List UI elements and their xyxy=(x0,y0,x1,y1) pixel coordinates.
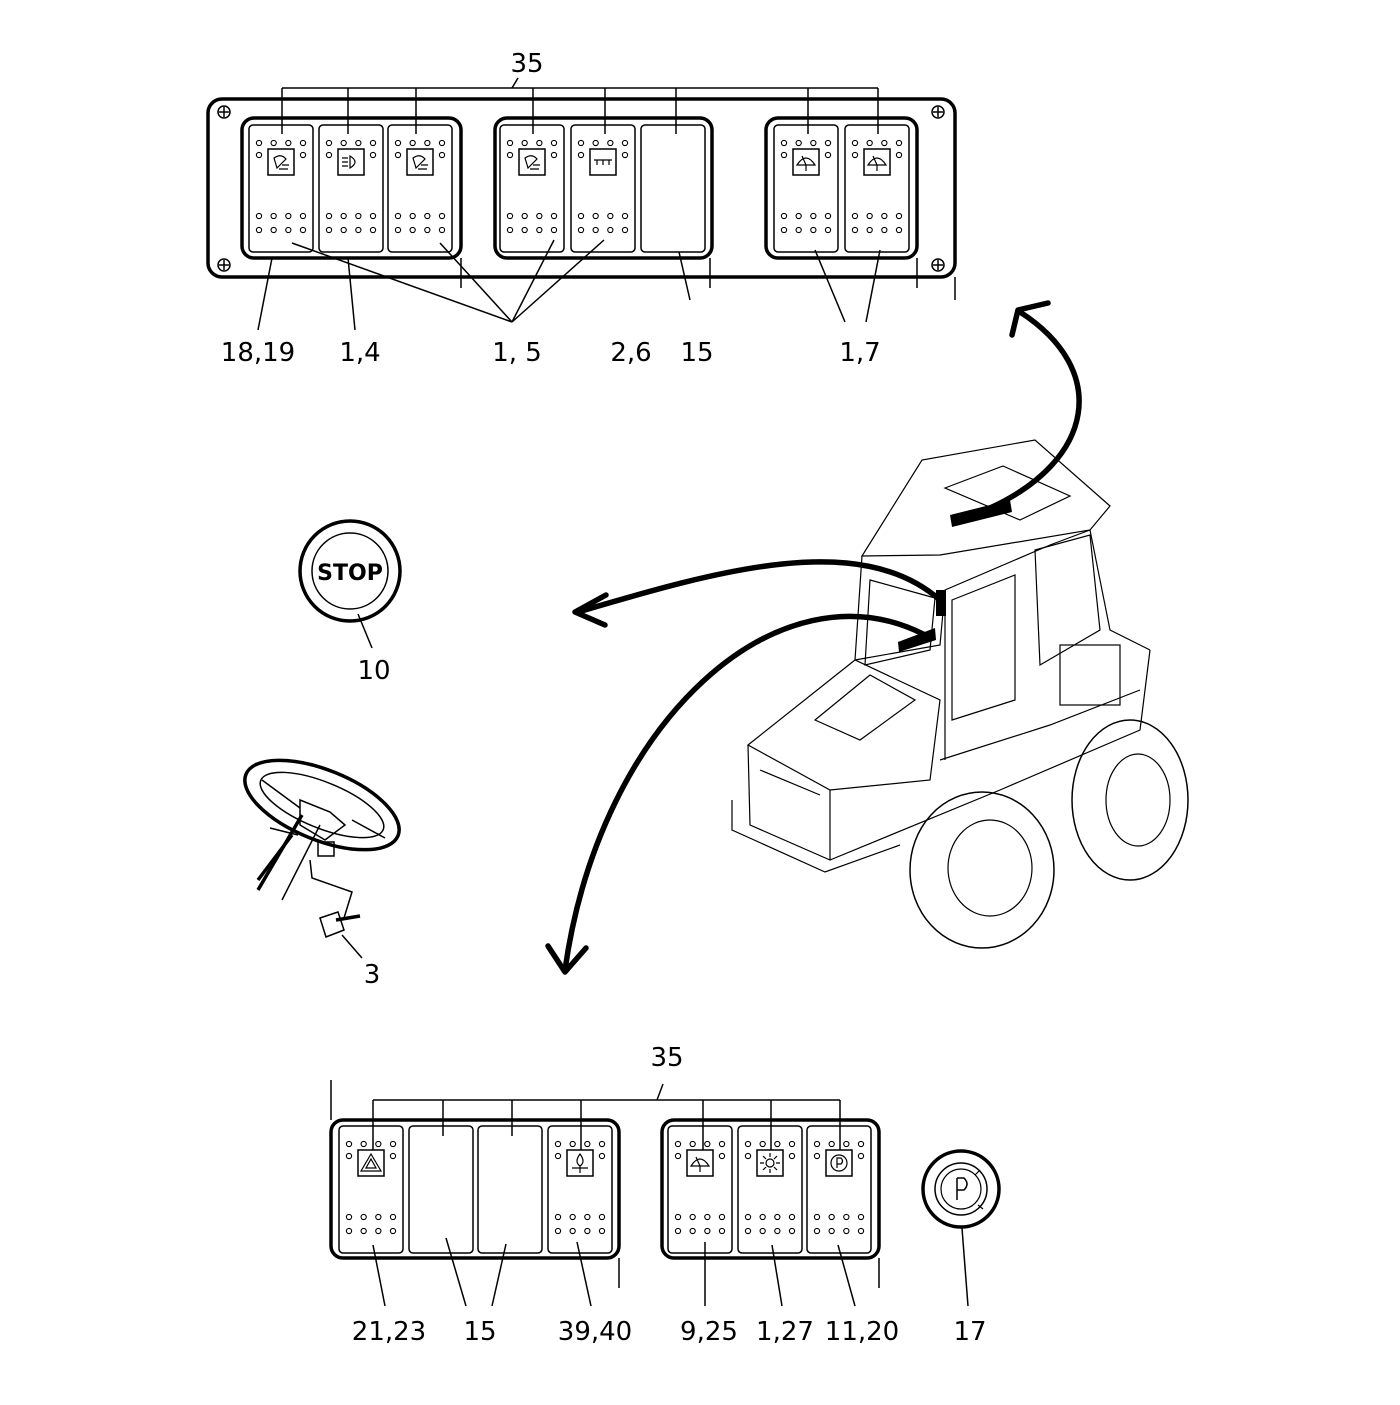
work-light-icon xyxy=(518,148,546,176)
top-switch-2[interactable] xyxy=(318,124,384,253)
bottom-switch-4[interactable] xyxy=(547,1125,613,1254)
bottom-switch-7[interactable] xyxy=(806,1125,872,1254)
stop-button: STOP xyxy=(298,519,402,649)
callout-top-6: 1,7 xyxy=(839,338,880,368)
callout-bottom-2: 15 xyxy=(463,1317,496,1347)
callout-steering: 3 xyxy=(364,960,381,990)
callout-bottom-6: 11,20 xyxy=(825,1317,899,1347)
top-group-label: 35 xyxy=(510,49,543,79)
callout-bottom-4: 9,25 xyxy=(680,1317,738,1347)
bottom-switch-1[interactable] xyxy=(338,1125,404,1254)
windshield-wiper-icon xyxy=(686,1149,714,1177)
callout-top-4: 2,6 xyxy=(610,338,651,368)
callout-bottom-1: 21,23 xyxy=(352,1317,426,1347)
bottom-switch-6[interactable] xyxy=(737,1125,803,1254)
top-switch-7[interactable] xyxy=(773,124,839,253)
callout-ignition: 17 xyxy=(953,1317,986,1347)
top-switch-panel xyxy=(206,97,957,300)
bottom-switches xyxy=(338,1125,872,1254)
stop-label: STOP xyxy=(317,561,383,586)
top-switches xyxy=(248,124,910,253)
callout-bottom-3: 39,40 xyxy=(558,1317,632,1347)
bottom-leader-lines xyxy=(372,1227,969,1307)
beacon-icon xyxy=(566,1149,594,1177)
bottom-switch-2[interactable] xyxy=(408,1125,474,1254)
rear-window-heater-icon xyxy=(589,148,617,176)
bottom-bracket-35 xyxy=(372,1083,841,1150)
pointer-arrows xyxy=(545,300,1082,975)
callout-top-1: 18,19 xyxy=(221,338,295,368)
top-bracket-35 xyxy=(281,77,879,134)
bottom-switch-5[interactable] xyxy=(667,1125,733,1254)
ignition-switch-icon xyxy=(921,1149,1001,1229)
callout-top-2: 1,4 xyxy=(339,338,380,368)
top-switch-8[interactable] xyxy=(844,124,910,253)
work-light-icon xyxy=(406,148,434,176)
hazard-warning-icon xyxy=(357,1149,385,1177)
top-switch-1[interactable] xyxy=(248,124,314,253)
switch-group-frame xyxy=(764,116,919,260)
bottom-switch-3[interactable] xyxy=(477,1125,543,1254)
steering-wheel-icon xyxy=(243,758,401,938)
callout-top-5: 15 xyxy=(680,338,713,368)
wiper-icon xyxy=(792,148,820,176)
top-switch-5[interactable] xyxy=(570,124,636,253)
callout-stop: 10 xyxy=(357,656,390,686)
machine-illustration xyxy=(731,439,1189,949)
work-light-icon xyxy=(267,148,295,176)
wiper-icon xyxy=(863,148,891,176)
switch-group-frame xyxy=(329,1118,621,1260)
top-switch-6[interactable] xyxy=(640,124,706,253)
panel-screw-icon xyxy=(217,105,945,272)
headlight-icon xyxy=(337,148,365,176)
callout-bottom-5: 1,27 xyxy=(756,1317,814,1347)
top-switch-4[interactable] xyxy=(499,124,565,253)
interior-light-icon xyxy=(756,1149,784,1177)
switch-group-frame xyxy=(240,116,463,260)
top-switch-3[interactable] xyxy=(387,124,453,253)
switch-group-frame xyxy=(493,116,714,260)
bottom-group-label: 35 xyxy=(650,1043,683,1073)
parking-brake-icon xyxy=(825,1149,853,1177)
callout-top-3: 1, 5 xyxy=(492,338,542,368)
bottom-switch-panel xyxy=(329,1080,881,1288)
top-leader-lines xyxy=(257,239,881,331)
